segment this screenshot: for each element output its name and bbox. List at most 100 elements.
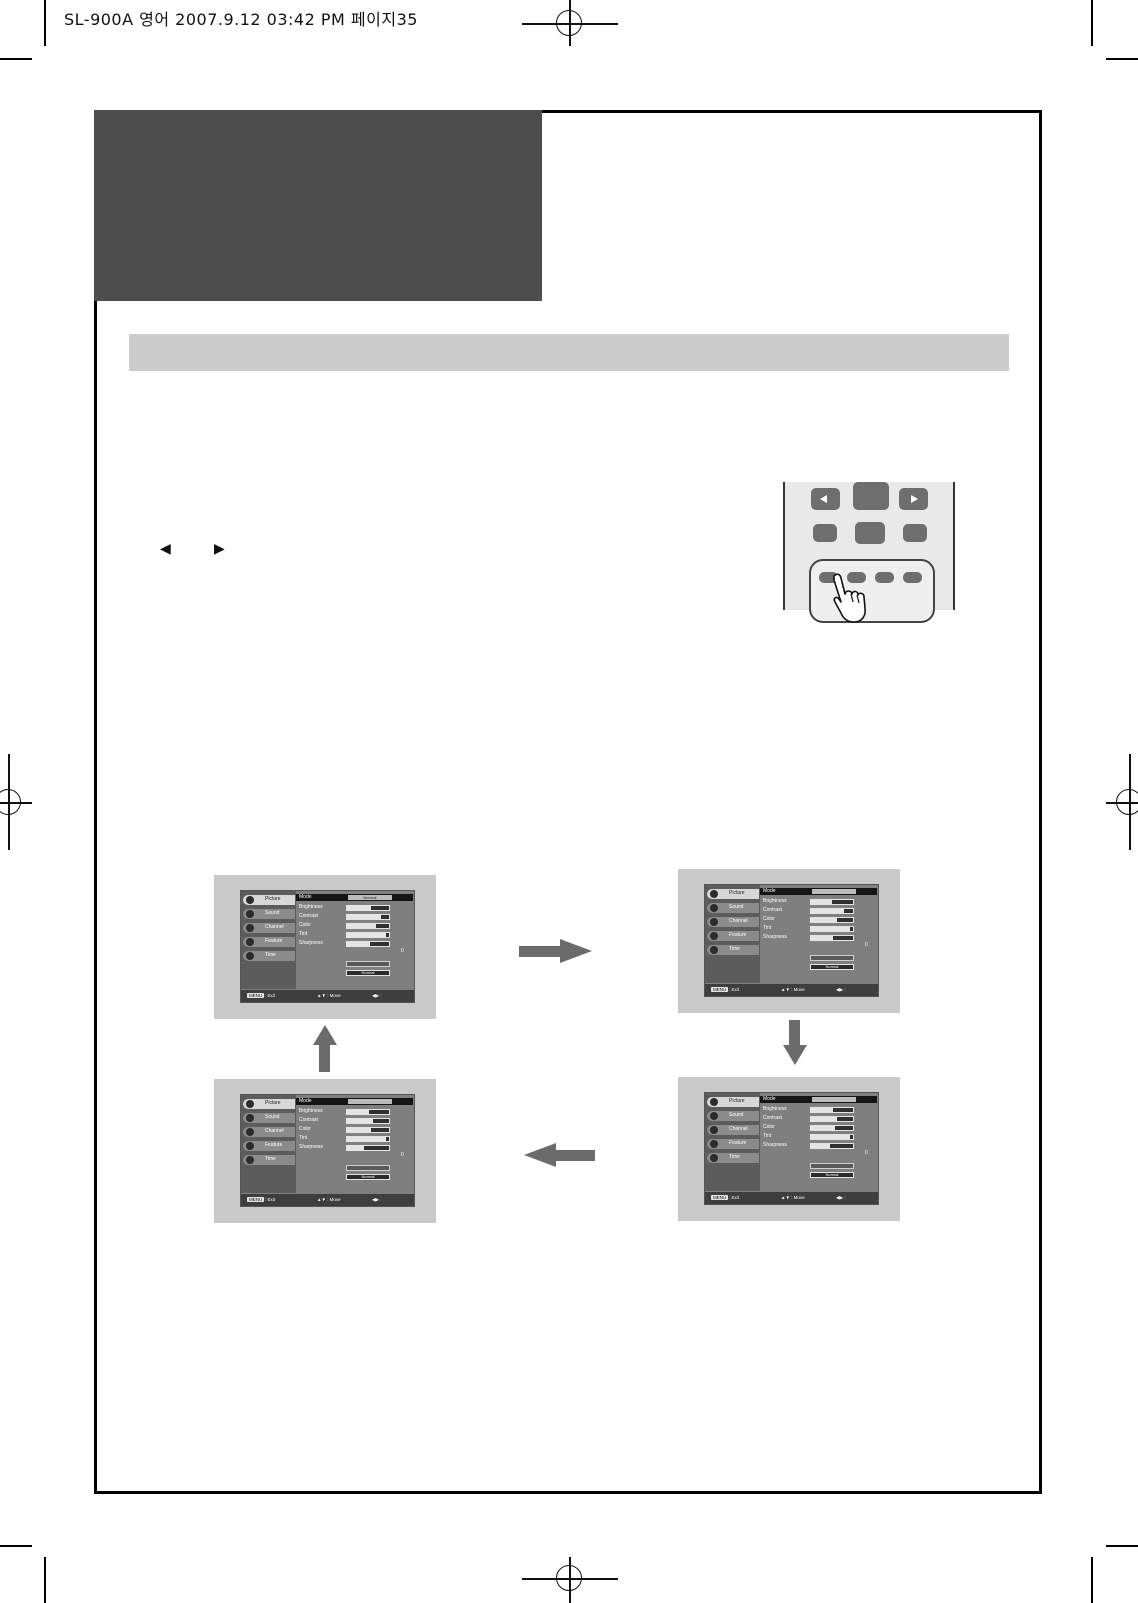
menu-tab-label: Sound bbox=[729, 1112, 744, 1118]
crop-mark bbox=[44, 1557, 46, 1603]
footer-exit: : Exit bbox=[729, 1195, 740, 1200]
setting-bar bbox=[810, 926, 854, 932]
sound-icon bbox=[246, 910, 254, 918]
footer-exit: : Exit bbox=[729, 987, 740, 992]
mode-row: Mode bbox=[296, 1098, 413, 1105]
menu-tab-picture: Picture bbox=[707, 1097, 759, 1107]
setting-bar bbox=[346, 1118, 390, 1124]
setting-label: Brightness bbox=[763, 898, 787, 904]
tint-value: 0 bbox=[865, 942, 868, 948]
setting-label: Sharpness bbox=[763, 1142, 787, 1148]
picture-icon bbox=[710, 1098, 718, 1106]
setting-label: Contrast bbox=[763, 907, 782, 913]
feature-icon bbox=[710, 932, 718, 940]
menu-tab-label: Channel bbox=[265, 1128, 284, 1134]
print-header: SL-900A 영어 2007.9.12 03:42 PM 페이지35 bbox=[64, 10, 418, 29]
remote-button bbox=[875, 572, 894, 583]
tint-value: 0 bbox=[401, 948, 404, 954]
setting-bar bbox=[346, 923, 390, 929]
feature-icon bbox=[710, 1140, 718, 1148]
setting-bar bbox=[346, 932, 390, 938]
menu-tab-label: Time bbox=[729, 1154, 740, 1160]
menu-tab-label: Channel bbox=[729, 918, 748, 924]
mode-label: Mode bbox=[763, 1096, 776, 1102]
menu-tab-label: Time bbox=[265, 952, 276, 958]
time-icon bbox=[710, 1154, 718, 1162]
blank-field bbox=[346, 961, 390, 967]
section-bar bbox=[129, 334, 1009, 371]
footer-move: ▲▼ : Move bbox=[317, 1197, 341, 1202]
setting-label: Contrast bbox=[299, 1117, 318, 1123]
blank-field bbox=[346, 1165, 390, 1171]
menu-tab-feature: Feature bbox=[707, 1139, 759, 1149]
setting-bar bbox=[810, 1116, 854, 1122]
menu-tab-label: Channel bbox=[265, 924, 284, 930]
title-block bbox=[94, 110, 542, 301]
remote-button bbox=[855, 522, 885, 544]
setting-bar bbox=[810, 1107, 854, 1113]
remote-button bbox=[813, 524, 837, 542]
channel-icon bbox=[710, 1126, 718, 1134]
blank-field bbox=[810, 1163, 854, 1169]
menu-tab-label: Time bbox=[265, 1156, 276, 1162]
normal-button: Normal bbox=[346, 970, 390, 976]
menu-tab-label: Sound bbox=[265, 1114, 280, 1120]
normal-button: Normal bbox=[810, 1172, 854, 1178]
page-frame bbox=[94, 110, 1042, 1494]
normal-button: Normal bbox=[810, 964, 854, 970]
menu-tab-time: Time bbox=[243, 1155, 295, 1165]
menu-tab-sound: Sound bbox=[707, 1111, 759, 1121]
setting-label: Sharpness bbox=[299, 1144, 323, 1150]
setting-bar bbox=[810, 908, 854, 914]
mode-value bbox=[812, 889, 856, 894]
menu-key: MENU bbox=[247, 1197, 265, 1202]
footer-adjust: ◀▶ : bbox=[372, 1197, 382, 1202]
menu-tab-sound: Sound bbox=[707, 903, 759, 913]
setting-label: Contrast bbox=[299, 913, 318, 919]
setting-label: Sharpness bbox=[763, 934, 787, 940]
setting-label: Sharpness bbox=[299, 940, 323, 946]
setting-label: Brightness bbox=[299, 1108, 323, 1114]
footer-adjust: ◀▶ : bbox=[836, 987, 846, 992]
menu-tab-label: Feature bbox=[729, 932, 747, 938]
crop-mark bbox=[0, 58, 32, 60]
left-triangle-icon bbox=[820, 495, 827, 503]
setting-bar bbox=[346, 905, 390, 911]
menu-tab-label: Feature bbox=[265, 1142, 283, 1148]
picture-icon bbox=[246, 896, 254, 904]
remote-button-group bbox=[809, 559, 935, 623]
menu-tab-picture: Picture bbox=[243, 895, 295, 905]
remote-illustration bbox=[783, 482, 955, 623]
setting-label: Tint bbox=[299, 1135, 308, 1141]
setting-bar bbox=[346, 941, 390, 947]
time-icon bbox=[710, 946, 718, 954]
tint-value: 0 bbox=[401, 1152, 404, 1158]
footer-adjust: ◀▶ : bbox=[372, 993, 382, 998]
time-icon bbox=[246, 952, 254, 960]
setting-label: Color bbox=[763, 1124, 775, 1130]
setting-label: Tint bbox=[299, 931, 308, 937]
mode-row: Mode bbox=[760, 888, 877, 895]
remote-right-button bbox=[899, 488, 928, 510]
remote-button bbox=[847, 572, 866, 583]
mode-value bbox=[812, 1097, 856, 1102]
menu-key: MENU bbox=[247, 993, 265, 998]
left-arrow-icon: ◀ bbox=[160, 540, 171, 556]
footer-exit: : Exit bbox=[265, 1197, 276, 1202]
menu-tab-label: Picture bbox=[729, 890, 745, 896]
remote-left-button bbox=[811, 488, 840, 510]
setting-label: Contrast bbox=[763, 1115, 782, 1121]
tint-value: 0 bbox=[865, 1150, 868, 1156]
menu-tab-channel: Channel bbox=[707, 1125, 759, 1135]
normal-button: Normal bbox=[346, 1174, 390, 1180]
picture-icon bbox=[710, 890, 718, 898]
